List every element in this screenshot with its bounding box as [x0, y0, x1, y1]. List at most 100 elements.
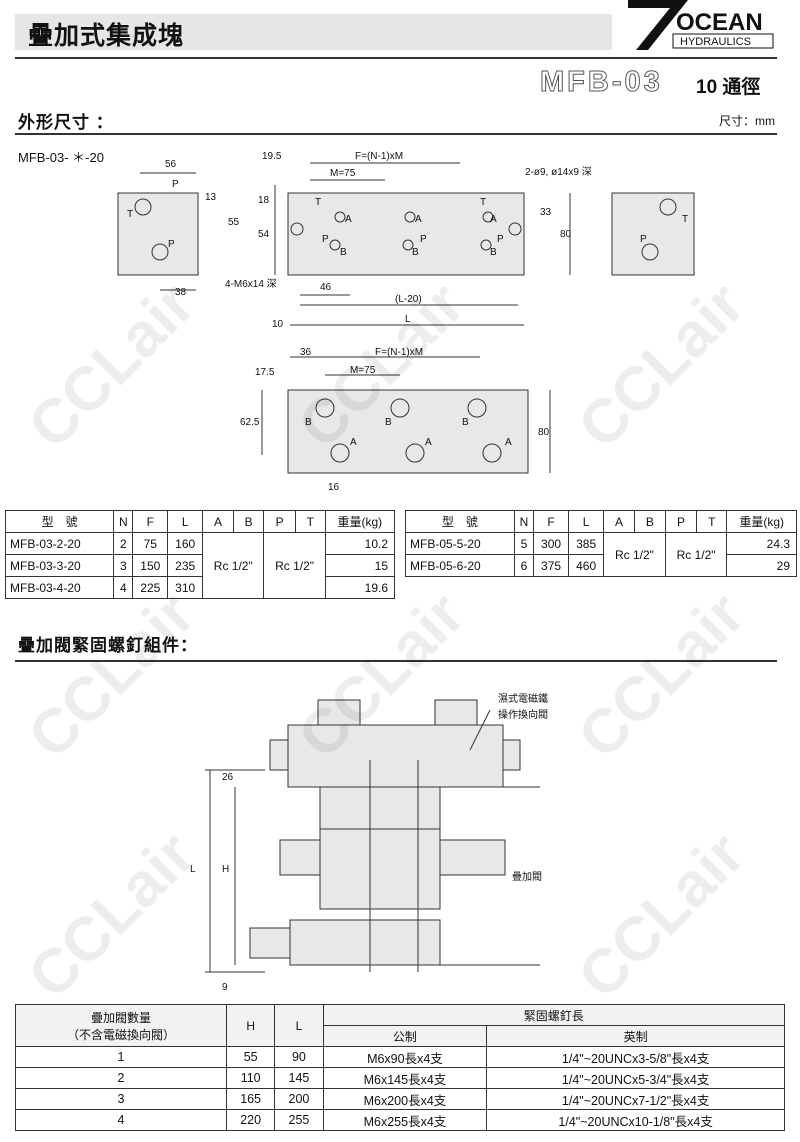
dimension-label: 17.5 — [255, 367, 275, 378]
cell-imperial: 1/4"~20UNCx3-5/8"長x4支 — [486, 1046, 785, 1068]
dimension-label: A — [490, 214, 497, 225]
dimension-label: 13 — [205, 192, 217, 203]
dimension-label: B — [385, 417, 392, 428]
cell-count: 3 — [14, 1088, 228, 1110]
cell-l: 90 — [274, 1046, 324, 1068]
cell-h: 110 — [226, 1067, 276, 1089]
cell-count: 1 — [14, 1046, 228, 1068]
dimension-label: A — [350, 437, 357, 448]
dimension-label: 36 — [300, 347, 312, 358]
unit-label: 尺寸：mm — [719, 114, 775, 128]
dimension-label: 10 — [272, 319, 284, 330]
dimension-label: T — [315, 197, 321, 208]
side-view-drawing: 36 F=(N-1)xM 17.5 M=75 62.5 B B B A A A 80 16 — [240, 347, 551, 493]
bore-size: 10 通徑 — [696, 77, 761, 98]
section-title-bolts: 疊加閥緊固螺釘組件： — [18, 636, 198, 655]
section-title-dimensions: 外形尺寸 ： — [18, 113, 114, 132]
svg-text:H: H — [222, 864, 229, 875]
dimension-label: T — [682, 214, 688, 225]
dimension-label: F=(N-1)xM — [375, 347, 423, 358]
page-title: 疊加式集成塊 — [28, 22, 185, 50]
dimension-label: T — [127, 209, 133, 220]
cell-l: 145 — [274, 1067, 324, 1089]
cell-h: 165 — [226, 1088, 276, 1110]
divider — [15, 660, 777, 662]
dimension-label: B — [340, 247, 347, 258]
cell-metric: M6x145長x4支 — [322, 1067, 488, 1089]
cell-metric: M6x255長x4支 — [322, 1109, 488, 1131]
cell-imperial: 1/4"~20UNCx5-3/4"長x4支 — [486, 1067, 785, 1089]
cell-count: 4 — [14, 1109, 228, 1131]
dimension-label: B — [305, 417, 312, 428]
cell-metric: M6x200長x4支 — [322, 1088, 488, 1110]
dimension-label: P — [172, 179, 179, 190]
dimension-label: 18 — [258, 195, 270, 206]
dimension-label: F=(N-1)xM — [355, 151, 403, 162]
drawing-subtitle: MFB-03- ＊-20 — [18, 150, 104, 165]
dimension-label: 54 — [258, 229, 270, 240]
model-name: MFB-03 — [540, 66, 663, 99]
dimension-label: P — [640, 234, 647, 245]
cell-metric: M6x90長x4支 — [322, 1046, 488, 1068]
dimension-label: P — [420, 234, 427, 245]
divider — [15, 133, 777, 135]
ocean-logo: OCEAN HYDRAULICS — [628, 0, 774, 50]
svg-text:疊加閥: 疊加閥 — [512, 871, 542, 883]
dimension-label: 62.5 — [240, 417, 260, 428]
svg-text:26: 26 — [222, 772, 234, 783]
dimension-label: 46 — [320, 282, 332, 293]
dimension-label: A — [415, 214, 422, 225]
dimension-label: L — [405, 314, 411, 325]
svg-text:濕式電磁鐵: 濕式電磁鐵 — [498, 692, 548, 705]
dimension-label: 33 — [540, 207, 552, 218]
dimension-label: T — [480, 197, 486, 208]
dimension-label: M=75 — [330, 168, 356, 179]
svg-text:9: 9 — [222, 982, 228, 993]
dimension-label: 16 — [328, 482, 340, 493]
dimension-label: 80 — [538, 427, 550, 438]
cell-l: 255 — [274, 1109, 324, 1131]
title-bar — [15, 14, 612, 50]
svg-text:操作換向閥: 操作換向閥 — [498, 708, 548, 721]
dimension-label: 80 — [560, 229, 572, 240]
cell-l: 200 — [274, 1088, 324, 1110]
dimension-label: P — [322, 234, 329, 245]
dimension-label: B — [462, 417, 469, 428]
cell-h: 55 — [226, 1046, 276, 1068]
dimension-label: 4-M6x14 深 — [225, 278, 277, 290]
divider — [15, 57, 777, 59]
cell-imperial: 1/4"~20UNCx7-1/2"長x4支 — [486, 1088, 785, 1110]
dimension-label: P — [497, 234, 504, 245]
dimension-label: A — [425, 437, 432, 448]
dimension-label: B — [412, 247, 419, 258]
dimension-label: A — [345, 214, 352, 225]
dimension-label: A — [505, 437, 512, 448]
assembly-drawing: 濕式電磁鐵 操作換向閥 疊加閥 26 L H 9 — [190, 692, 548, 993]
svg-text:HYDRAULICS: HYDRAULICS — [680, 36, 751, 48]
dimension-label: 56 — [165, 159, 177, 170]
dimension-label: 55 — [228, 217, 240, 228]
cell-h: 220 — [226, 1109, 276, 1131]
cell-count: 2 — [14, 1067, 228, 1089]
dimension-label: M=75 — [350, 365, 376, 376]
dimension-label: 19.5 — [262, 151, 282, 162]
svg-text:OCEAN: OCEAN — [676, 9, 763, 36]
dimension-label: P — [168, 239, 175, 250]
dimension-label: (L-20) — [395, 294, 422, 305]
dimension-label: 38 — [175, 287, 187, 298]
dimension-label: B — [490, 247, 497, 258]
dimension-label: 2-ø9, ø14x9 深 — [525, 166, 592, 178]
